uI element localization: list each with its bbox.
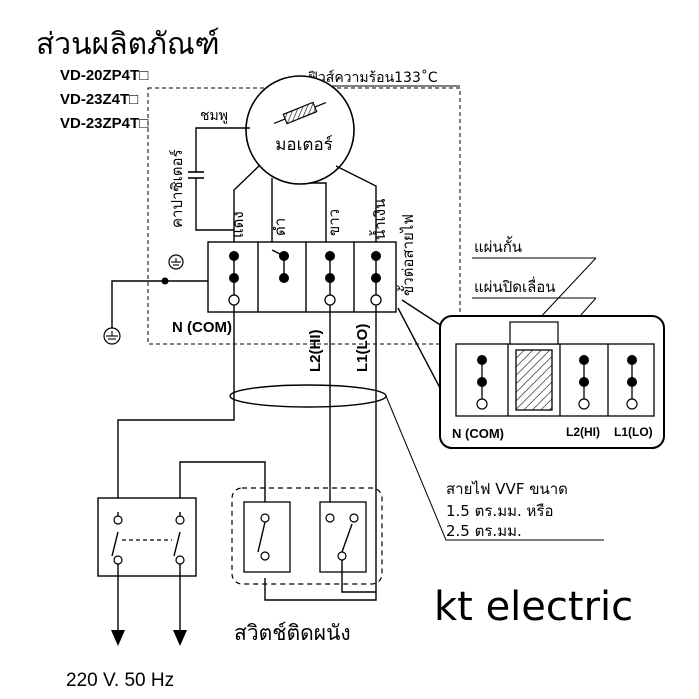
com-field-wire	[117, 305, 235, 512]
wall-switch-boundary	[231, 487, 383, 585]
power-label: 220 V. 50 Hz	[66, 670, 174, 691]
terminal-lo-label: L1(LO)	[354, 324, 371, 372]
model-1: VD-20ZP4T□	[60, 67, 148, 84]
motor-circle	[245, 75, 355, 185]
blue-wire	[335, 165, 377, 250]
wall-switch-label: สวิตช์ติดผนัง	[234, 621, 351, 645]
model-2: VD-23Z4T□	[60, 91, 138, 108]
switch-link-wire	[341, 560, 376, 593]
wall-switch-1	[243, 501, 291, 573]
partition-leader	[535, 257, 597, 323]
terminal-hi-label: L2(HI)	[307, 330, 324, 373]
black-wire-jumper	[271, 249, 285, 257]
power-arrow-left	[111, 630, 125, 646]
inset-detail	[439, 315, 665, 449]
inset-com-label: N (COM)	[452, 426, 504, 441]
cable-spec-2: 1.5 ตร.มม. หรือ	[446, 502, 553, 520]
capacitor-icon	[188, 171, 204, 179]
cable-spec-1: สายไฟ VVF ขนาด	[446, 480, 568, 498]
terminal-block	[207, 241, 397, 313]
blue-label: น้ำเงิน	[369, 199, 389, 240]
ground-icon-external	[103, 327, 121, 345]
white-label: ขาว	[325, 209, 343, 236]
power-arrow-right	[173, 630, 187, 646]
slide-cover-label: แผ่นปิดเลื่อน	[474, 276, 556, 296]
model-3: VD-23ZP4T□	[60, 115, 148, 132]
red-wire	[233, 164, 261, 250]
motor-label: มอเตอร์	[275, 135, 333, 155]
inset-lo-label: L1(LO)	[614, 425, 653, 439]
white-wire	[310, 182, 327, 250]
inset-hi-label: L2(HI)	[566, 425, 600, 439]
partition-label: แผ่นกั้น	[474, 236, 522, 256]
product-title: ส่วนผลิตภัณฑ์	[36, 27, 220, 62]
cable-spec-3: 2.5 ตร.มม.	[446, 522, 522, 540]
black-label: ดำ	[271, 218, 289, 236]
watermark: kt electric	[434, 584, 633, 630]
red-label: แดง	[229, 211, 247, 238]
lo-field-wire	[264, 305, 377, 601]
pink-wire-label: ชมพู	[200, 108, 228, 124]
ground-icon-internal	[168, 254, 184, 270]
switch-feed-wire	[179, 461, 266, 512]
thermal-fuse-icon	[273, 101, 327, 125]
terminal-com-label: N (COM)	[172, 319, 232, 336]
capacitor-label: คาปาซิเตอร์	[168, 149, 186, 228]
wall-switch-2	[319, 501, 367, 573]
pink-wire	[195, 127, 250, 172]
cable-bundle	[229, 384, 387, 408]
thermal-fuse-label: ฟิวส์ความร้อน133˚C	[308, 69, 438, 86]
cable-leader	[385, 395, 604, 541]
ground-wire	[111, 280, 208, 328]
capacitor-to-red	[195, 178, 234, 231]
breaker	[97, 497, 197, 577]
terminal-block-label: ขั้วต่อสายไฟ	[397, 214, 417, 296]
